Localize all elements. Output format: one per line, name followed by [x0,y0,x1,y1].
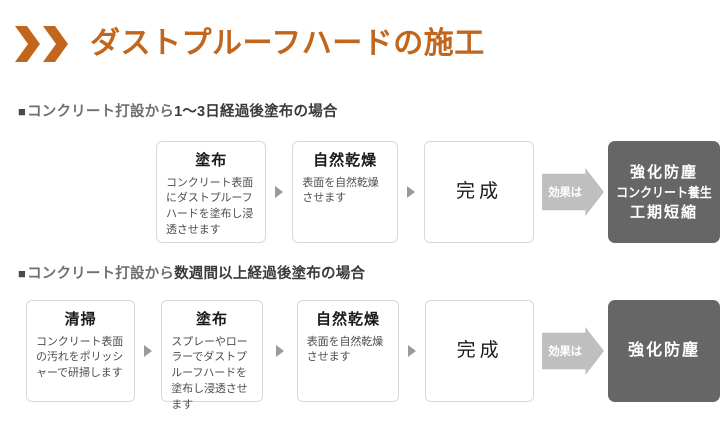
step-box-natural-dry: 自然乾燥 表面を自然乾燥させます [292,141,398,243]
section-heading-2-emphasis: 数週間以上経過後塗布の場合 [174,266,366,282]
effect-arrow-1: 効果は [542,168,604,216]
process-flow-row-1: 塗布 コンクリート表面にダストプルーフハードを塗布し浸透させます 自然乾燥 表面… [0,140,720,244]
effect-arrow-label: 効果は [548,187,582,199]
page-header: ダストプルーフハードの施工 [0,18,720,70]
double-chevron-right-icon [14,24,68,64]
step-box-complete: 完成 [425,300,534,402]
step-title: 自然乾燥 [313,152,378,169]
step-title: 清掃 [64,311,97,328]
step-title: 塗布 [195,152,228,169]
flow-arrow-icon [408,345,417,357]
step-description: スプレーやローラーでダストプルーフハードを塗布し浸透させます [171,335,248,412]
section-heading-2: ■コンクリート打設から数週間以上経過後塗布の場合 [18,262,365,283]
flow-arrow-icon [144,345,153,357]
effect-arrow-2: 効果は [542,327,604,375]
step-title: 完成 [456,339,503,361]
result-box-1: 強化防塵 コンクリート養生 工期短縮 [608,141,720,243]
step-box-complete: 完成 [423,141,534,243]
result-line: 強化防塵 [629,163,698,181]
step-box-natural-dry: 自然乾燥 表面を自然乾燥させます [296,300,400,402]
process-flow-row-2: 清掃 コンクリート表面の汚れをポリッシャーで研掃します 塗布 スプレーやローラー… [0,299,720,411]
step-description: コンクリート表面にダストプルーフハードを塗布し浸透させます [166,176,254,237]
result-box-2: 強化防塵 [608,300,720,402]
step-description: 表面を自然乾燥させます [306,335,384,364]
page-title: ダストプルーフハードの施工 [90,27,485,60]
step-title: 塗布 [196,311,229,328]
section-marker-icon: ■ [18,266,27,281]
step-description: コンクリート表面の汚れをポリッシャーで研掃します [36,335,124,380]
step-description: 表面を自然乾燥させます [302,176,379,205]
step-title: 完成 [455,180,502,202]
step-box-apply: 塗布 コンクリート表面にダストプルーフハードを塗布し浸透させます [156,141,267,243]
result-line: 強化防塵 [627,342,700,359]
section-heading-1-prefix: コンクリート打設から [27,104,175,120]
step-box-cleaning: 清掃 コンクリート表面の汚れをポリッシャーで研掃します [26,300,136,402]
flow-arrow-icon [406,186,415,198]
section-marker-icon: ■ [18,104,27,119]
section-heading-1-emphasis: 1〜3日経過後塗布の場合 [174,104,338,120]
step-title: 自然乾燥 [316,311,381,328]
section-heading-1: ■コンクリート打設から1〜3日経過後塗布の場合 [18,100,338,121]
effect-arrow-label: 効果は [548,346,582,358]
flow-arrow-icon [275,186,284,198]
step-box-apply: 塗布 スプレーやローラーでダストプルーフハードを塗布し浸透させます [161,300,263,411]
result-line: 工期短縮 [629,203,698,221]
flow-arrow-icon [275,345,284,357]
section-heading-2-prefix: コンクリート打設から [27,266,175,282]
result-line: コンクリート養生 [616,184,712,200]
